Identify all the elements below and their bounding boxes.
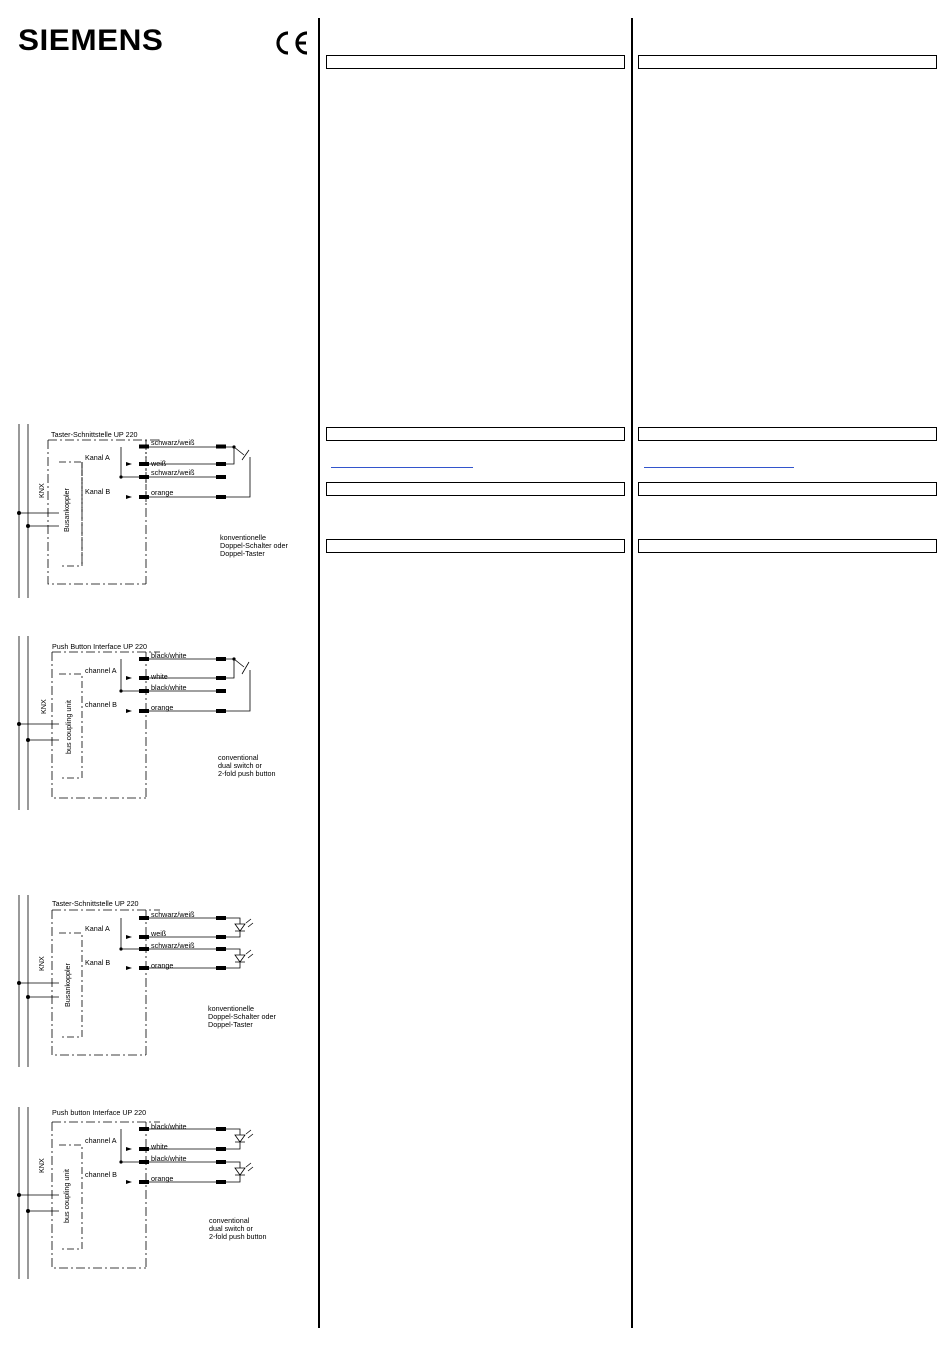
section-header-box <box>326 427 625 441</box>
section-header-box <box>326 539 625 553</box>
wire-label: orange <box>151 1174 173 1183</box>
channel-b-label: Kanal B <box>85 958 110 967</box>
wire-label: orange <box>151 488 173 497</box>
channel-a-label: channel A <box>85 666 117 675</box>
section-header-box <box>638 427 937 441</box>
wire-label: schwarz/weiß <box>151 468 195 477</box>
caption-line: conventional <box>209 1216 250 1225</box>
wire-label: schwarz/weiß <box>151 941 195 950</box>
section-header-box <box>638 482 937 496</box>
coupler-label: bus coupling unit <box>64 700 73 754</box>
caption-line: 2-fold push button <box>209 1232 267 1241</box>
diagram-title: Push Button Interface UP 220 <box>52 642 147 651</box>
wire-label: white <box>150 672 168 681</box>
ce-mark-icon <box>276 31 308 55</box>
wire-label: orange <box>151 703 173 712</box>
hyperlink-underline[interactable] <box>644 467 794 468</box>
caption-line: Doppel-Taster <box>208 1020 253 1029</box>
caption-line: Doppel-Taster <box>220 549 265 558</box>
section-header-box <box>638 55 937 69</box>
wire-label: black/white <box>151 1154 187 1163</box>
caption-line: konventionelle <box>220 533 266 542</box>
wiring-diagram-switch-de: Taster-Schnittstelle UP 220 Kanal A Kana… <box>14 420 294 602</box>
caption-line: conventional <box>218 753 259 762</box>
channel-b-label: channel B <box>85 700 117 709</box>
caption-line: konventionelle <box>208 1004 254 1013</box>
bus-label: KNX <box>37 1158 46 1173</box>
section-header-box <box>638 539 937 553</box>
channel-a-label: Kanal A <box>85 924 110 933</box>
caption-line: Doppel-Schalter oder <box>220 541 289 550</box>
bus-label: KNX <box>37 483 46 498</box>
wire-label: black/white <box>151 651 187 660</box>
wire-label: black/white <box>151 683 187 692</box>
coupler-label: Busankoppler <box>63 962 72 1007</box>
diagram-title: Taster-Schnittstelle UP 220 <box>51 430 138 439</box>
caption-line: dual switch or <box>218 761 263 770</box>
channel-b-label: Kanal B <box>85 487 110 496</box>
coupler-label: bus coupling unit <box>62 1169 71 1223</box>
wire-label: schwarz/weiß <box>151 910 195 919</box>
wire-label: orange <box>151 961 173 970</box>
diagram-title: Push button Interface UP 220 <box>52 1108 146 1117</box>
caption-line: 2-fold push button <box>218 769 276 778</box>
wire-label: weiß <box>150 929 167 938</box>
wiring-diagram-led-en: Push button Interface UP 220 channel A c… <box>14 1103 294 1285</box>
caption-line: dual switch or <box>209 1224 254 1233</box>
wire-label: black/white <box>151 1122 187 1131</box>
channel-b-label: channel B <box>85 1170 117 1179</box>
column-divider-left <box>318 18 320 1328</box>
siemens-logo: SIEMENS <box>18 24 164 57</box>
coupler-label: Busankoppler <box>62 487 71 532</box>
hyperlink-underline[interactable] <box>331 467 473 468</box>
bus-label: KNX <box>37 956 46 971</box>
wiring-diagram-switch-en: Push Button Interface UP 220 channel A c… <box>14 632 294 814</box>
wire-label: schwarz/weiß <box>151 438 195 447</box>
channel-a-label: Kanal A <box>85 453 110 462</box>
wiring-diagram-led-de: Taster-Schnittstelle UP 220 Kanal A Kana… <box>14 891 294 1073</box>
channel-a-label: channel A <box>85 1136 117 1145</box>
caption-line: Doppel-Schalter oder <box>208 1012 277 1021</box>
section-header-box <box>326 482 625 496</box>
diagram-title: Taster-Schnittstelle UP 220 <box>52 899 139 908</box>
wire-label: weiß <box>150 459 167 468</box>
section-header-box <box>326 55 625 69</box>
wire-label: white <box>150 1142 168 1151</box>
column-divider-right <box>631 18 633 1328</box>
bus-label: KNX <box>39 699 48 714</box>
